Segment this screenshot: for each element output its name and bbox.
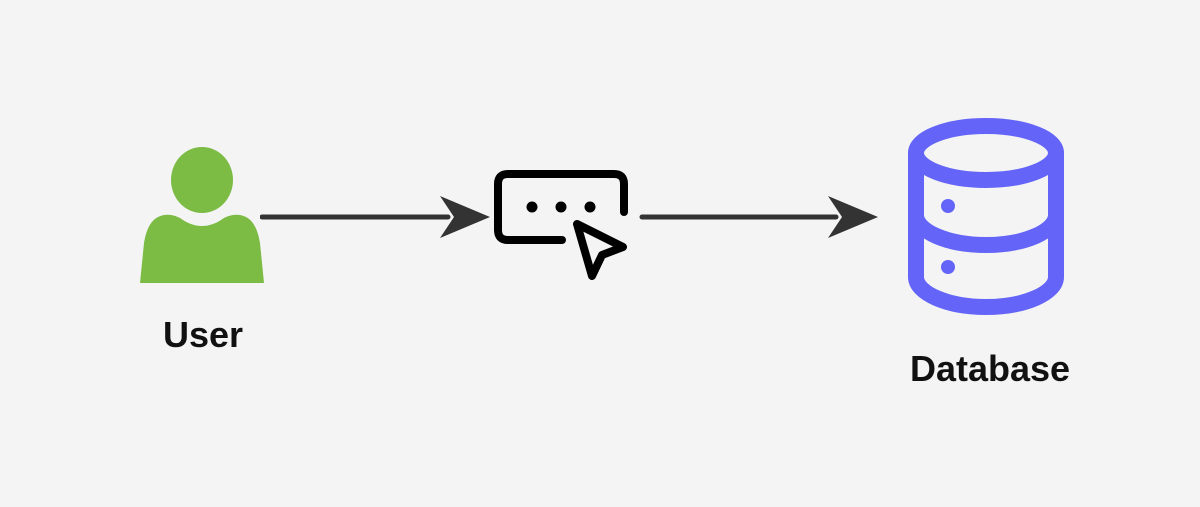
database-label: Database (909, 348, 1071, 389)
text-input-cursor-icon (494, 170, 628, 280)
database-icon (908, 118, 1064, 315)
user-label: User (162, 314, 244, 355)
user-icon (140, 147, 264, 283)
flow-arrow-input-to-database (639, 196, 878, 238)
flow-arrow-user-to-input (260, 196, 490, 238)
